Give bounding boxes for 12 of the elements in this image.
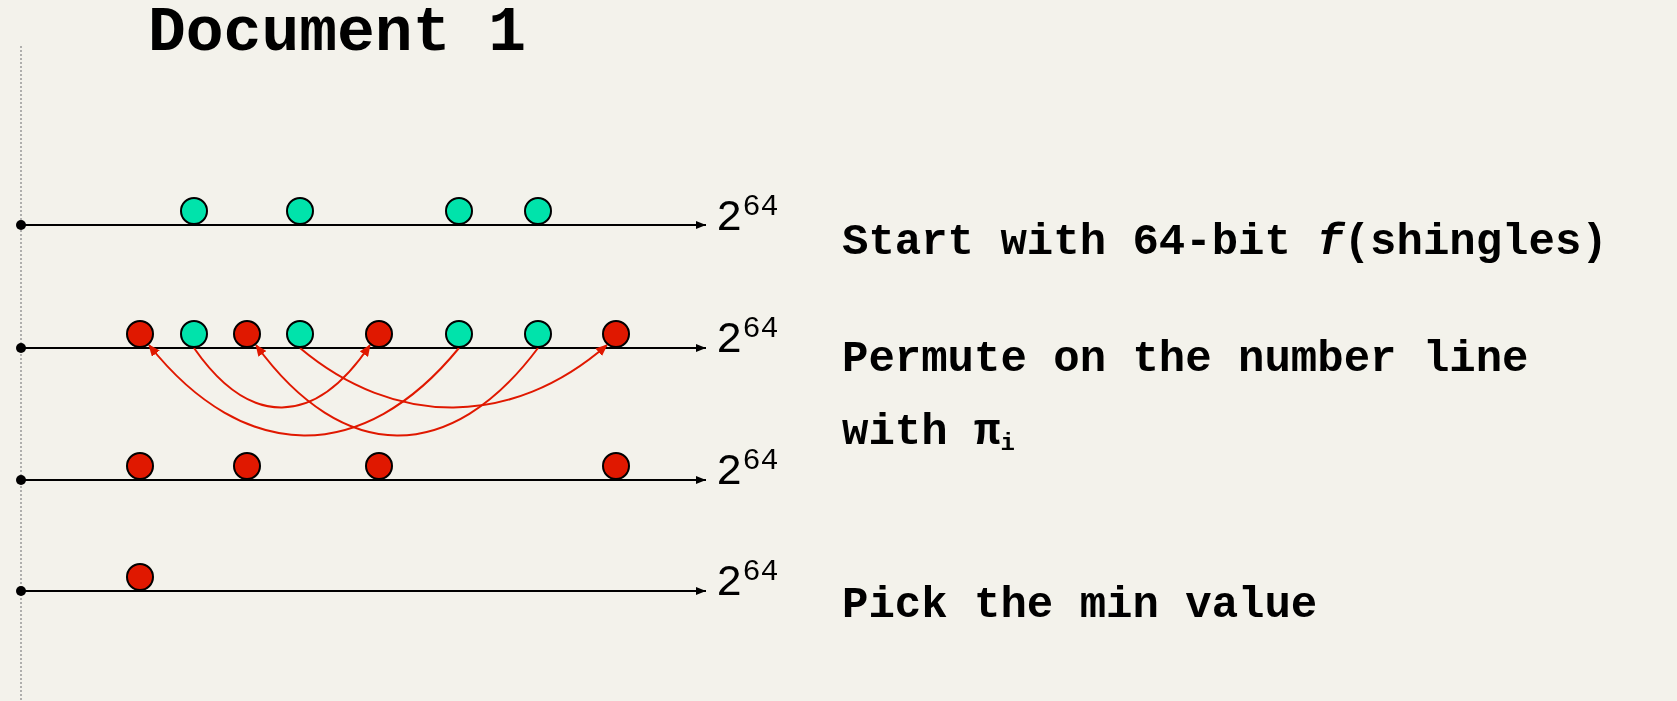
axis-max-label: 2$^{64}$ (716, 561, 779, 605)
step-text: Start with 64-bit f(shingles) (842, 216, 1609, 269)
step-text: Permute on the number line with π$_{i}$ (842, 333, 1530, 459)
axis-max-label: 2$^{64}$ (716, 318, 779, 362)
arrow (255, 344, 539, 437)
step-text: Pick the min value (842, 579, 1319, 632)
title: Document 1 (148, 2, 527, 65)
arrow (299, 344, 608, 409)
arrow (148, 344, 460, 437)
axis-max-label: 2$^{64}$ (716, 450, 779, 494)
axis-max-label: 2$^{64}$ (716, 196, 779, 240)
arrow (193, 344, 371, 409)
